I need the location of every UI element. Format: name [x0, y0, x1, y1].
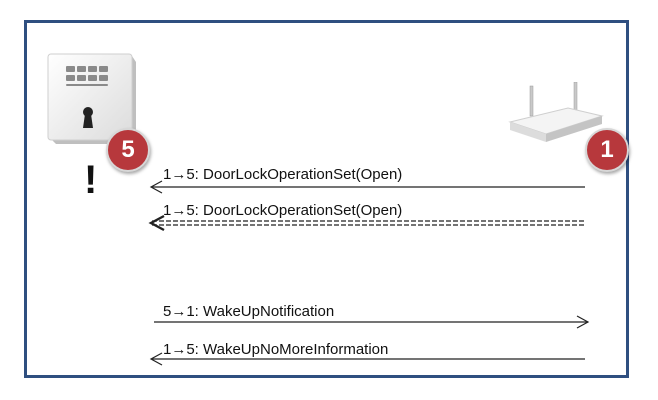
- door-lock-icon: [47, 53, 136, 144]
- message-label-wake-up-no-more-info: 1→5: WakeUpNoMoreInformation: [163, 341, 389, 358]
- arrow-wake-up-notification: [154, 315, 590, 329]
- lock-status-mark: !: [84, 158, 98, 202]
- arrow-door-lock-set: [149, 180, 585, 194]
- router-icon: [508, 82, 604, 142]
- message-label-door-lock-set-dashed: 1→5: DoorLockOperationSet(Open): [163, 202, 403, 219]
- arrow-door-lock-set-dashed: [148, 214, 585, 232]
- arrow-wake-up-no-more-info: [149, 352, 585, 366]
- message-label-wake-up-notification: 5→1: WakeUpNotification: [163, 303, 335, 320]
- node-badge-controller: 1: [585, 128, 629, 172]
- message-label-door-lock-set: 1→5: DoorLockOperationSet(Open): [163, 166, 403, 183]
- node-badge-lock: 5: [106, 128, 150, 172]
